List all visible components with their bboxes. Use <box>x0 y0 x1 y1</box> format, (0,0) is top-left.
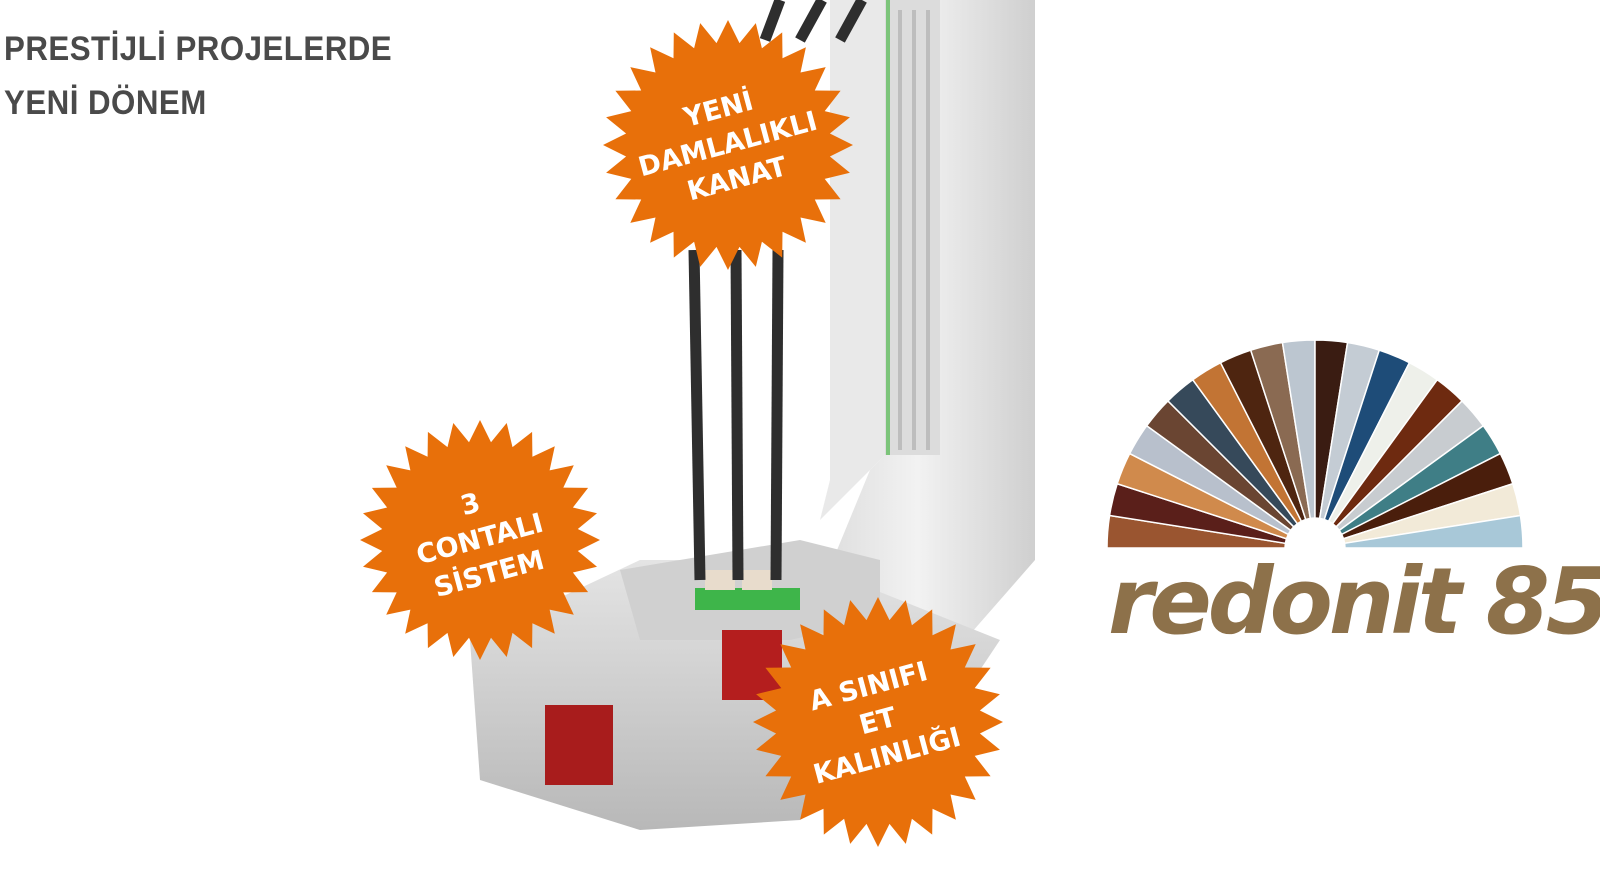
headline-line-2: YENİ DÖNEM <box>4 84 207 122</box>
glass-panes <box>688 0 867 581</box>
color-fan-logo <box>1106 339 1524 549</box>
starburst-shape <box>603 20 853 270</box>
color-swatch-wedge <box>1343 514 1524 549</box>
starburst-shape <box>753 597 1003 847</box>
brand-logo-text: redonit 85 <box>1108 548 1600 655</box>
headline: PRESTİJLİ PROJELERDE YENİ DÖNEM <box>4 22 392 130</box>
starburst-shape <box>360 420 600 660</box>
headline-line-1: PRESTİJLİ PROJELERDE <box>4 30 393 68</box>
